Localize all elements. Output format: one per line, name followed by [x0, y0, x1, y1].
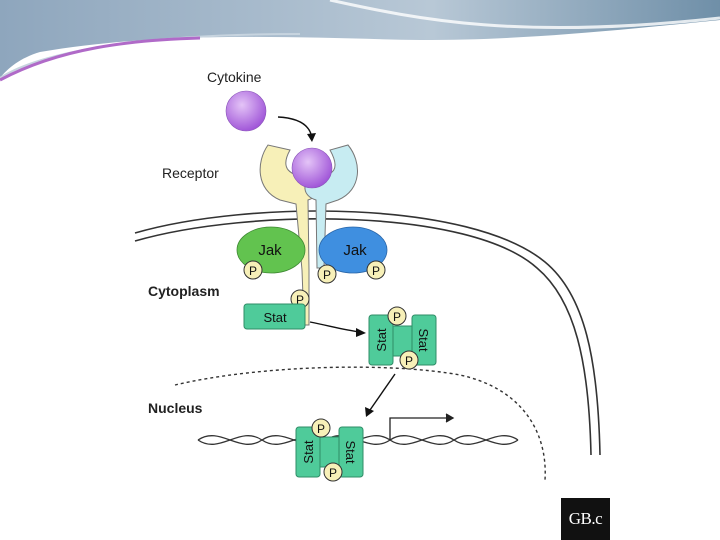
- svg-text:Stat: Stat: [374, 328, 389, 352]
- stat-monomer-label: Stat: [263, 310, 287, 325]
- svg-text:P: P: [317, 422, 325, 436]
- receptor-right-chain: [304, 144, 358, 269]
- cytokine-free: [225, 90, 267, 132]
- svg-text:Stat: Stat: [343, 440, 358, 464]
- phosphate-jak-right-outer: P: [366, 260, 386, 280]
- nucleus-label: Nucleus: [148, 400, 203, 416]
- dimerization-arrow: [309, 321, 366, 337]
- stat-monomer: [243, 303, 306, 330]
- svg-text:P: P: [393, 310, 401, 324]
- svg-text:P: P: [405, 354, 413, 368]
- stat-dimer-cytoplasm: Stat Stat P P: [368, 306, 437, 370]
- svg-text:P: P: [249, 264, 257, 278]
- cytoplasm-label: Cytoplasm: [148, 283, 220, 299]
- svg-text:Stat: Stat: [301, 440, 316, 464]
- cell-membrane: [134, 210, 601, 456]
- jak-left-label: Jak: [258, 242, 282, 259]
- jak-right: [318, 226, 388, 274]
- binding-arrow: [277, 116, 316, 142]
- svg-text:P: P: [372, 264, 380, 278]
- phosphate-jak-right-inner: P: [317, 264, 337, 284]
- nuclear-translocation-arrow: [365, 373, 396, 417]
- receptor-label: Receptor: [162, 165, 219, 181]
- cytokine-label: Cytokine: [207, 69, 262, 85]
- svg-text:P: P: [296, 293, 304, 307]
- transcription-start-arrow: [389, 413, 455, 440]
- cytokine-bound: [291, 147, 333, 189]
- phosphate-jak-left: P: [243, 260, 263, 280]
- nuclear-envelope: [174, 366, 546, 481]
- svg-text:Stat: Stat: [416, 328, 431, 352]
- slide-header-decoration: [0, 0, 720, 82]
- jak-right-label: Jak: [343, 242, 367, 259]
- svg-text:P: P: [329, 466, 337, 480]
- svg-text:P: P: [323, 268, 331, 282]
- watermark-logo: GB.c: [561, 498, 610, 540]
- stat-dimer-nucleus: Stat Stat P P: [295, 418, 364, 482]
